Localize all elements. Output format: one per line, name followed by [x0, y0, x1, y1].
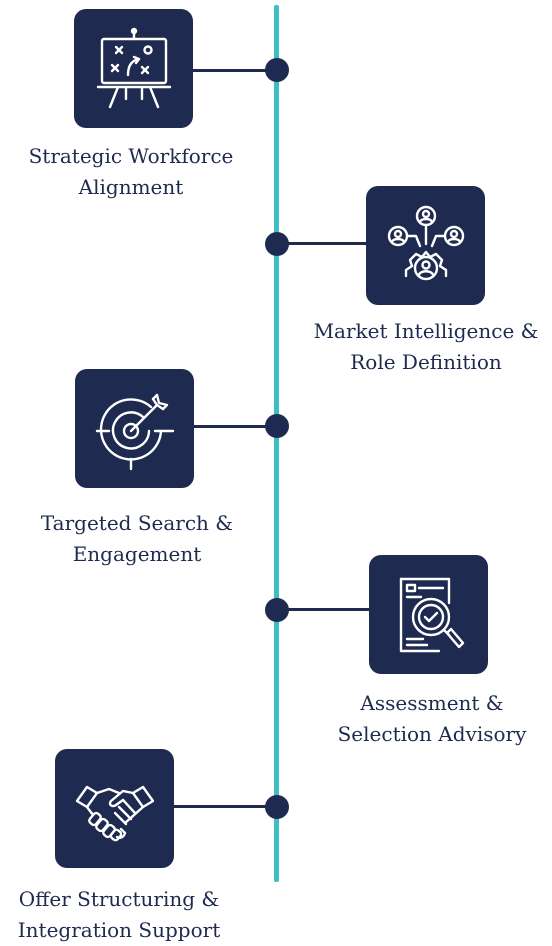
connector-5 — [172, 805, 278, 808]
step-3-label: Targeted Search & Engagement — [22, 508, 252, 570]
connector-4 — [276, 608, 372, 611]
timeline-node-2 — [265, 232, 289, 256]
target-arrow-icon — [95, 393, 174, 470]
timeline-node-3 — [265, 414, 289, 438]
step-1-icon-box — [74, 9, 193, 128]
step-3-label-line-2: Engagement — [72, 542, 202, 566]
step-4-label-line-2: Selection Advisory — [337, 722, 527, 746]
document-magnifier-icon — [399, 577, 464, 652]
timeline-node-5 — [265, 795, 289, 819]
step-2-label: Market Intelligence & Role Definition — [306, 316, 546, 378]
step-2-label-line-1: Market Intelligence & — [313, 319, 539, 343]
step-5-label-line-2: Integration Support — [17, 918, 221, 942]
step-5-label: Offer Structuring & Integration Support — [4, 884, 234, 946]
strategy-board-icon — [96, 27, 171, 108]
timeline-node-4 — [265, 598, 289, 622]
step-4-label-line-1: Assessment & — [360, 691, 504, 715]
step-2-icon-box — [366, 186, 485, 305]
step-4-label: Assessment & Selection Advisory — [322, 688, 542, 750]
step-3-icon-box — [75, 369, 194, 488]
step-1-label-line-1: Strategic Workforce — [28, 144, 234, 168]
network-people-icon — [387, 205, 464, 280]
step-3-label-line-1: Targeted Search & — [40, 511, 234, 535]
timeline-node-1 — [265, 58, 289, 82]
step-2-label-line-2: Role Definition — [350, 350, 502, 374]
connector-3 — [192, 425, 278, 428]
step-1-label: Strategic Workforce Alignment — [16, 141, 246, 203]
timeline-line — [274, 5, 279, 882]
step-1-label-line-2: Alignment — [78, 175, 184, 199]
connector-2 — [276, 242, 370, 245]
connector-1 — [190, 69, 278, 72]
step-4-icon-box — [369, 555, 488, 674]
step-5-icon-box — [55, 749, 174, 868]
handshake-icon — [75, 785, 154, 841]
step-5-label-line-1: Offer Structuring & — [18, 887, 220, 911]
